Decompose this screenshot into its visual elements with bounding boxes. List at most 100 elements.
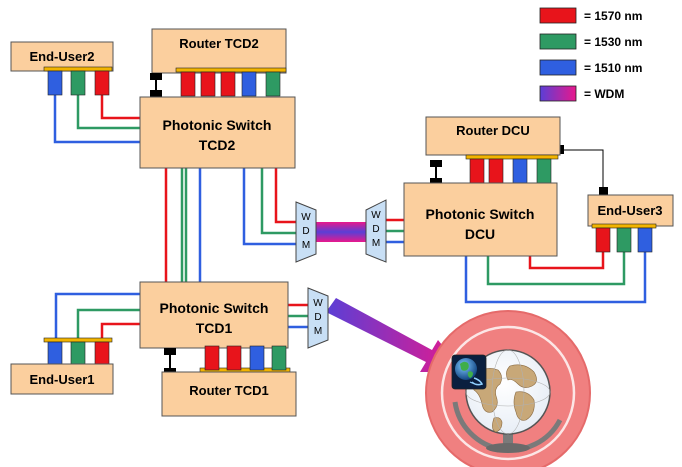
- end-user2-port-green: [70, 70, 86, 96]
- router-tcd2-link-cap-bottom: [150, 90, 162, 97]
- wdm-tcd1-letter-d: D: [314, 312, 321, 323]
- globe-icon: [465, 349, 551, 435]
- end-user1-label: End-User1: [29, 372, 94, 387]
- router-dcu-link-cap-bottom: [430, 178, 442, 185]
- router-tcd2-port-bar: [175, 67, 287, 73]
- wdm-arrow-to-internet: [326, 298, 464, 372]
- end-user1-port-bar: [43, 337, 113, 343]
- router-dcu[interactable]: Router DCU: [425, 116, 561, 185]
- link-routerdcu-eu3: [560, 149, 604, 194]
- end-user2-box: [10, 41, 114, 72]
- router-tcd1-label: Router TCD1: [189, 383, 268, 398]
- wdm-dcu-letter-w: W: [371, 210, 381, 221]
- end-user3-port-red: [595, 227, 611, 253]
- legend-label-wdm: = WDM: [584, 87, 624, 101]
- end-user3-port-green: [616, 227, 632, 253]
- end-user2[interactable]: End-User2: [10, 41, 114, 96]
- router-tcd2-port-red-2: [200, 71, 216, 97]
- globe-ring-inner: [440, 325, 576, 461]
- router-tcd2-label: Router TCD2: [179, 36, 258, 51]
- legend-swatch-1570: [539, 7, 577, 24]
- router-tcd2-port-blue: [241, 71, 257, 97]
- router-tcd2-box: [151, 28, 287, 74]
- end-user1-port-green: [70, 341, 86, 367]
- fiber-dcu-eu3-blue: [464, 252, 647, 304]
- router-dcu-port-blue: [512, 158, 528, 184]
- end-user3-box: [587, 194, 674, 227]
- wdm-tcd1-letter-w: W: [313, 298, 323, 309]
- router-dcu-port-green: [536, 158, 552, 184]
- end-user3-port-bar: [591, 223, 657, 229]
- router-tcd2-port-red-3: [220, 71, 236, 97]
- fiber-eu1-green: [76, 308, 140, 342]
- router-dcu-port-red-1: [469, 158, 485, 184]
- end-user3-port-blue: [637, 227, 653, 253]
- photonic-switch-tcd1[interactable]: Photonic Switch TCD1: [139, 281, 289, 349]
- end-user1-port-blue: [47, 341, 63, 367]
- fiber-eu2-blue: [53, 90, 140, 144]
- end-user2-port-blue: [47, 70, 63, 96]
- router-dcu-port-bar: [465, 154, 559, 160]
- wdm-dcu-shape: [365, 199, 387, 263]
- router-tcd1-box: [161, 371, 297, 417]
- switch-tcd2-box: [139, 96, 296, 169]
- wdm-tcd2-letter-m: M: [302, 240, 310, 251]
- router-tcd1-port-green: [271, 345, 287, 371]
- wdm-tcd2-letter-d: D: [302, 226, 309, 237]
- link-connector-eu3: [599, 187, 608, 196]
- fiber-tcd2-wdm-blue: [242, 168, 300, 246]
- end-user3[interactable]: End-User3: [587, 194, 674, 253]
- end-user2-port-bar: [43, 66, 113, 72]
- router-dcu-port-red-2: [488, 158, 504, 184]
- legend-label-1510: = 1510 nm: [584, 61, 642, 75]
- legend-swatch-1510: [539, 59, 577, 76]
- router-dcu-label: Router DCU: [456, 123, 530, 138]
- switch-tcd2-label-line2: TCD2: [199, 137, 236, 153]
- wdm-trunk: [316, 222, 366, 242]
- wdm-tcd2-shape: [295, 201, 317, 263]
- globe-stand-base: [486, 443, 530, 453]
- switch-dcu-box: [403, 182, 558, 257]
- switch-tcd2-label-line1: Photonic Switch: [163, 117, 272, 133]
- legend-swatch-1530: [539, 33, 577, 50]
- legend-label-1570: = 1570 nm: [584, 9, 642, 23]
- switch-tcd1-box: [139, 281, 289, 349]
- router-tcd1-port-red-1: [204, 345, 220, 371]
- router-tcd1-link-cap-top: [164, 348, 176, 355]
- fiber-eu1-blue: [54, 292, 140, 342]
- fiber-eu2-green: [76, 90, 140, 130]
- fiber-tcd2-wdm-green: [260, 168, 300, 235]
- router-tcd1-port-blue: [249, 345, 265, 371]
- wdm-tcd2: W D M: [295, 201, 317, 263]
- router-tcd2-port-green: [265, 71, 281, 97]
- fiber-eu1-red: [100, 322, 140, 342]
- wdm-tcd1-letter-m: M: [314, 326, 322, 337]
- end-user1-box: [10, 363, 114, 395]
- wdm-dcu-letter-m: M: [372, 238, 380, 249]
- globe-stand-post: [503, 432, 513, 446]
- router-tcd2[interactable]: Router TCD2: [150, 28, 287, 97]
- end-user2-label: End-User2: [29, 49, 94, 64]
- wdm-tcd1-shape: [307, 287, 329, 349]
- legend: = 1570 nm = 1530 nm = 1510 nm = WDM: [539, 7, 642, 102]
- end-user2-port-red: [94, 70, 110, 96]
- photonic-switch-tcd2[interactable]: Photonic Switch TCD2: [139, 96, 296, 169]
- end-user1[interactable]: End-User1: [10, 337, 114, 395]
- switch-tcd1-label-line1: Photonic Switch: [160, 300, 269, 316]
- internet-globe[interactable]: [425, 310, 591, 467]
- router-tcd2-port-red-1: [180, 71, 196, 97]
- wdm-tcd1: W D M: [307, 287, 329, 349]
- router-dcu-link-cap-top: [430, 160, 442, 167]
- switch-tcd1-label-line2: TCD1: [196, 320, 233, 336]
- legend-swatch-wdm: [539, 85, 577, 102]
- fiber-dcu-eu3-red: [528, 252, 605, 270]
- fiber-eu2-red: [100, 90, 140, 120]
- photonic-switch-dcu[interactable]: Photonic Switch DCU: [403, 182, 558, 257]
- wdm-dcu: W D M: [365, 199, 387, 263]
- router-tcd1[interactable]: Router TCD1: [161, 345, 297, 417]
- fiber-dcu-eu3-green: [486, 252, 626, 286]
- fiber-tcd2-wdm-red: [274, 168, 300, 224]
- internet-globe-icon: [451, 354, 487, 390]
- router-dcu-box: [425, 116, 561, 156]
